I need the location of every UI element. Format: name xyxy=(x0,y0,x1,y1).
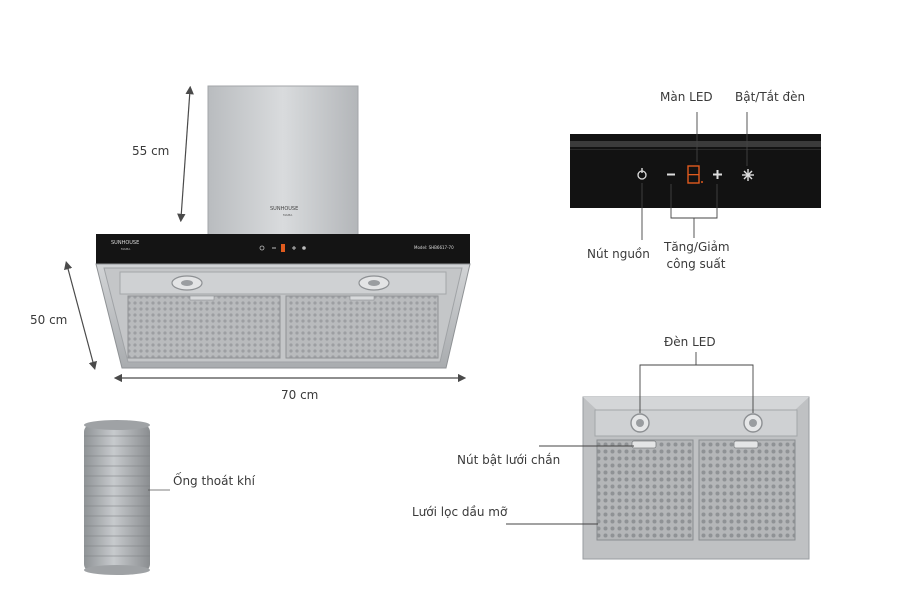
power-adjust-callout-line1: Tăng/Giảm xyxy=(664,240,730,254)
hood-brand-sub-label: MAMA xyxy=(121,247,131,251)
control-panel-closeup xyxy=(570,134,821,208)
height-dimension-label: 55 cm xyxy=(132,144,170,158)
hood-brand-label: SUNHOUSE xyxy=(111,240,140,246)
decrease-power-button[interactable] xyxy=(667,173,675,176)
depth-dimension-arrow xyxy=(64,260,97,371)
chimney-brand-sub-label: MAMA xyxy=(283,213,293,217)
filter-latch-callout: Nút bật lưới chắn xyxy=(457,453,561,467)
exhaust-duct-callout: Ống thoát khí xyxy=(173,474,255,488)
underside-closeup xyxy=(582,396,810,560)
led-lights-callout: Đèn LED xyxy=(664,335,716,349)
hood-led-light-right xyxy=(358,275,390,291)
hood-grease-filter-left xyxy=(127,295,281,359)
filter-latch-right[interactable] xyxy=(733,440,759,449)
light-toggle-icon[interactable] xyxy=(742,169,754,181)
hood-led-light-left xyxy=(171,275,203,291)
range-hood xyxy=(95,85,471,369)
led-screen-callout: Màn LED xyxy=(660,90,713,104)
underside-led-light-right xyxy=(743,413,763,433)
underside-filter-right xyxy=(698,439,796,541)
hood-grease-filter-right xyxy=(285,295,439,359)
hood-chimney xyxy=(207,85,359,237)
increase-power-button[interactable] xyxy=(713,170,722,179)
exhaust-duct xyxy=(84,420,150,575)
underside-filter-left xyxy=(596,439,694,541)
grease-filter-callout: Lưới lọc dầu mỡ xyxy=(412,505,508,519)
hood-model-label: Model: SHB6617-70 xyxy=(414,245,454,250)
power-adjust-callout-line2: công suất xyxy=(666,257,726,271)
power-button-callout: Nút nguồn xyxy=(587,247,650,261)
depth-dimension-label: 50 cm xyxy=(30,313,68,327)
width-dimension-label: 70 cm xyxy=(281,388,319,402)
underside-led-light-left xyxy=(630,413,650,433)
filter-latch-left[interactable] xyxy=(631,440,657,449)
led-display xyxy=(687,165,703,184)
height-dimension-arrow xyxy=(177,85,194,223)
chimney-brand-label: SUNHOUSE xyxy=(270,206,299,212)
light-toggle-callout: Bật/Tắt đèn xyxy=(735,90,806,104)
